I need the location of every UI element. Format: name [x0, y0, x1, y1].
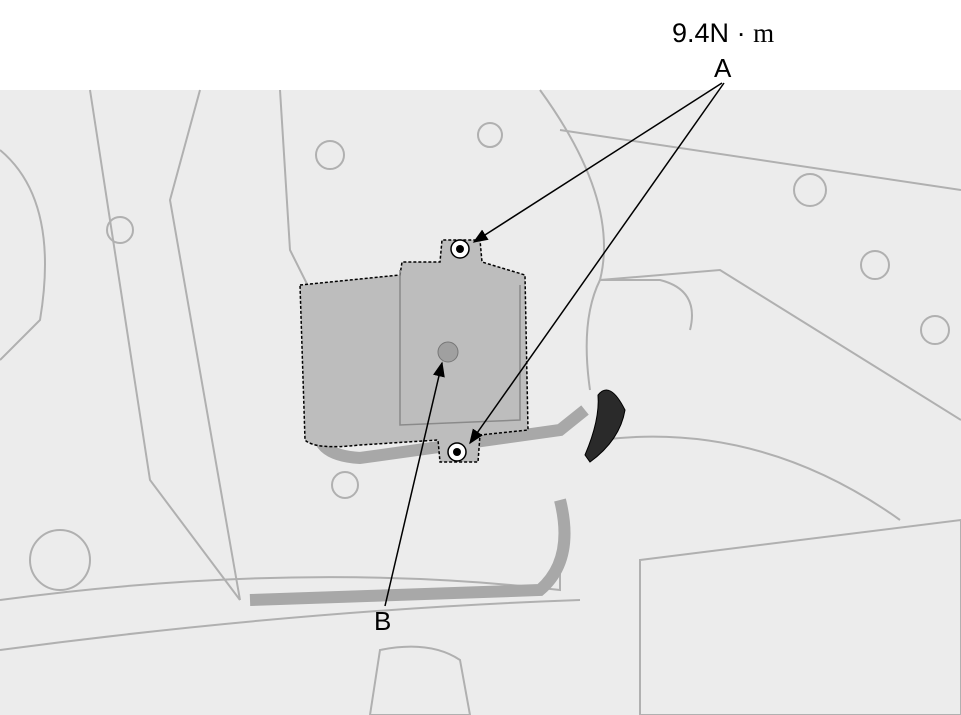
background-parts: [0, 89, 961, 715]
callout-label-b: B: [374, 606, 392, 636]
leader-arrows: [384, 82, 725, 607]
pipe-lower: [249, 498, 571, 606]
control-module: [299, 239, 529, 463]
bolt-lower: [447, 442, 467, 462]
arrow-a-lower: [469, 82, 725, 445]
arrow-b: [384, 361, 445, 607]
torque-separator: ·: [736, 18, 746, 48]
connector-port: [437, 341, 459, 363]
bolt-upper: [450, 239, 470, 259]
torque-spec: 9.4N · m: [672, 20, 774, 47]
arrow-a-upper: [472, 82, 723, 243]
callout-label-a: A: [714, 53, 732, 83]
module-cover: [399, 270, 521, 426]
torque-unit: m: [753, 18, 775, 48]
black-hose: [584, 389, 626, 463]
torque-value: 9.4N: [672, 18, 730, 48]
